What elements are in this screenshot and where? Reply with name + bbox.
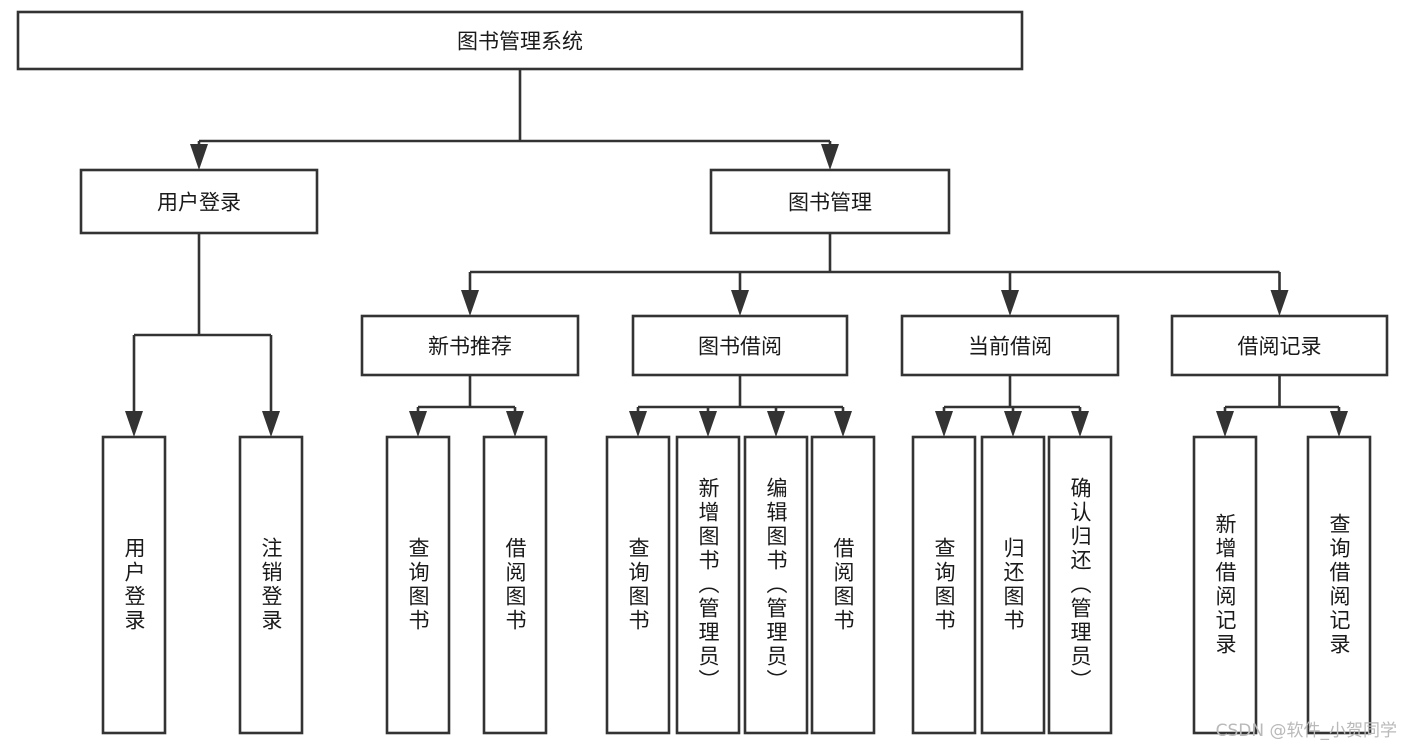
- node-root[interactable]: 图书管理系统: [16, 10, 1024, 71]
- node-label: 用户登录: [157, 191, 241, 215]
- arrow-head-icon: [190, 144, 208, 170]
- arrow-head-icon: [731, 290, 749, 316]
- node-box: [810, 435, 876, 735]
- node-box: [16, 10, 1024, 71]
- arrow-head-icon: [834, 411, 852, 437]
- arrow-head-icon: [629, 411, 647, 437]
- node-box: [1170, 314, 1389, 377]
- node-label: 图书管理: [788, 191, 872, 215]
- node-label: 新增图书（管理员）: [696, 477, 720, 693]
- node-leaf-rec-borrow[interactable]: 借阅图书: [482, 435, 548, 735]
- node-box: [1306, 435, 1372, 735]
- node-label: 新增借阅记录: [1213, 513, 1237, 657]
- node-label: 查询图书: [626, 537, 650, 633]
- arrow-head-icon: [125, 411, 143, 437]
- node-box: [900, 314, 1120, 377]
- node-label: 注销登录: [259, 537, 283, 633]
- node-box: [101, 435, 167, 735]
- node-box: [385, 435, 451, 735]
- arrow-head-icon: [1001, 290, 1019, 316]
- node-leaf-user-login[interactable]: 用户登录: [101, 435, 167, 735]
- watermark-text: CSDN @软件_小贺同学: [1215, 721, 1397, 741]
- node-leaf-cb-return[interactable]: 归还图书: [980, 435, 1046, 735]
- node-box: [709, 168, 951, 235]
- node-leaf-br-query[interactable]: 查询借阅记录: [1306, 435, 1372, 735]
- node-box: [631, 314, 849, 377]
- arrow-head-icon: [461, 290, 479, 316]
- node-leaf-rec-query[interactable]: 查询图书: [385, 435, 451, 735]
- node-box: [743, 435, 809, 735]
- node-user-login[interactable]: 用户登录: [79, 168, 319, 235]
- node-box: [238, 435, 304, 735]
- node-box: [911, 435, 977, 735]
- node-label: 图书借阅: [698, 335, 782, 359]
- arrow-head-icon: [767, 411, 785, 437]
- node-book-manage[interactable]: 图书管理: [709, 168, 951, 235]
- node-new-book-rec[interactable]: 新书推荐: [360, 314, 580, 377]
- node-label: 查询图书: [406, 537, 430, 633]
- node-leaf-bb-query[interactable]: 查询图书: [605, 435, 671, 735]
- node-box: [980, 435, 1046, 735]
- node-leaf-cb-query[interactable]: 查询图书: [911, 435, 977, 735]
- arrow-head-icon: [699, 411, 717, 437]
- node-borrow-record[interactable]: 借阅记录: [1170, 314, 1389, 377]
- node-leaf-cb-confirm[interactable]: 确认归还（管理员）: [1047, 435, 1113, 735]
- node-label: 图书管理系统: [457, 30, 583, 54]
- node-label: 借阅图书: [503, 537, 527, 633]
- node-box: [79, 168, 319, 235]
- node-box: [482, 435, 548, 735]
- arrow-head-icon: [1270, 290, 1289, 316]
- node-label: 借阅记录: [1238, 335, 1322, 359]
- arrow-head-icon: [821, 144, 839, 170]
- arrow-head-icon: [506, 411, 524, 437]
- arrow-head-icon: [935, 411, 953, 437]
- node-label: 新书推荐: [428, 335, 512, 359]
- node-label: 当前借阅: [968, 335, 1052, 359]
- node-leaf-br-add[interactable]: 新增借阅记录: [1192, 435, 1258, 735]
- arrow-head-icon: [409, 411, 427, 437]
- node-leaf-bb-borrow[interactable]: 借阅图书: [810, 435, 876, 735]
- node-label: 编辑图书（管理员）: [764, 477, 788, 693]
- node-box: [675, 435, 741, 735]
- node-leaf-bb-add[interactable]: 新增图书（管理员）: [675, 435, 741, 735]
- node-label: 确认归还（管理员）: [1068, 477, 1092, 693]
- node-label: 查询借阅记录: [1327, 513, 1351, 657]
- node-label: 用户登录: [122, 537, 146, 633]
- node-box: [1047, 435, 1113, 735]
- node-box: [605, 435, 671, 735]
- arrow-head-icon: [1071, 411, 1089, 437]
- node-book-borrow[interactable]: 图书借阅: [631, 314, 849, 377]
- node-box: [360, 314, 580, 377]
- node-label: 归还图书: [1001, 537, 1025, 633]
- connector-layer: [125, 69, 1348, 437]
- node-label: 查询图书: [932, 537, 956, 633]
- node-leaf-bb-edit[interactable]: 编辑图书（管理员）: [743, 435, 809, 735]
- node-leaf-logout[interactable]: 注销登录: [238, 435, 304, 735]
- arrow-head-icon: [262, 411, 280, 437]
- arrow-head-icon: [1004, 411, 1022, 437]
- node-current-borrow[interactable]: 当前借阅: [900, 314, 1120, 377]
- node-box: [1192, 435, 1258, 735]
- node-layer: 图书管理系统用户登录图书管理新书推荐图书借阅当前借阅借阅记录用户登录注销登录查询…: [16, 10, 1389, 735]
- node-label: 借阅图书: [831, 537, 855, 633]
- arrow-head-icon: [1216, 411, 1234, 437]
- arrow-head-icon: [1330, 411, 1348, 437]
